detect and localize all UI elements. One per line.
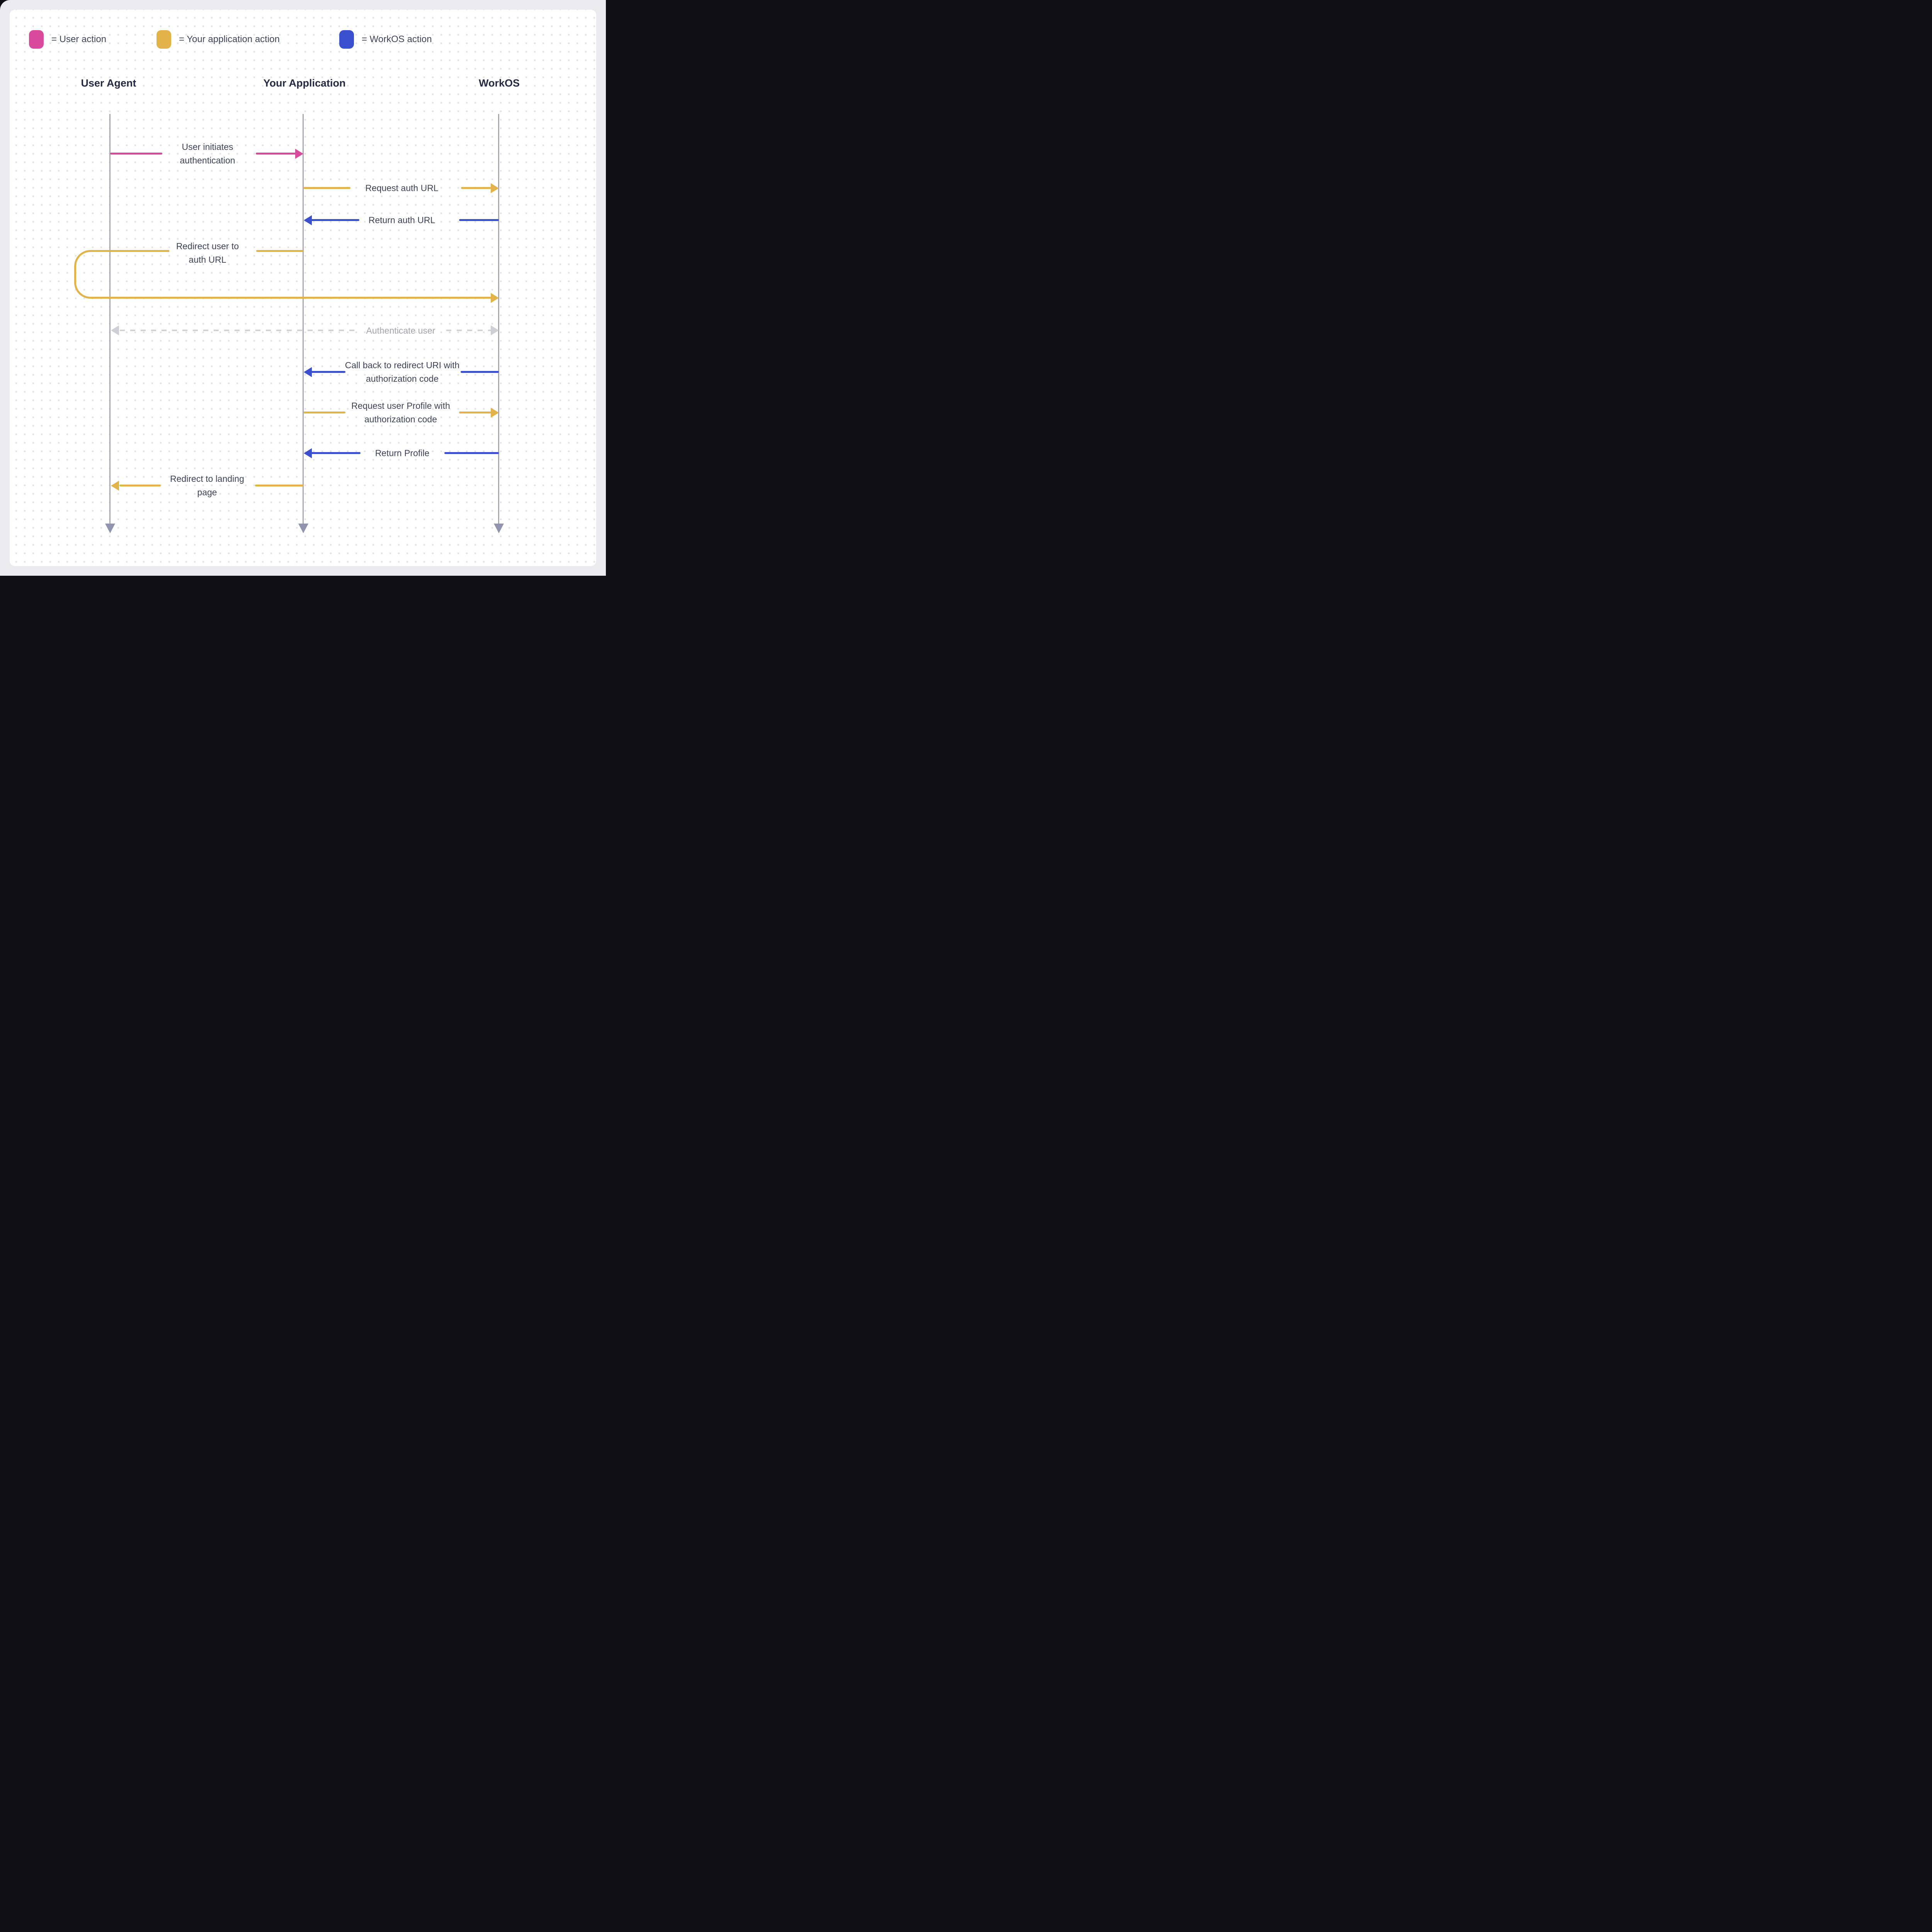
arrowhead-right-icon (491, 325, 499, 335)
actor-heading-your-application: Your Application (263, 77, 346, 89)
dashed-line-segment (120, 330, 355, 331)
message-label: Request auth URL (365, 183, 439, 193)
arrow-line-segment (444, 452, 499, 454)
arrow-line-segment (461, 371, 499, 373)
message-label: User initiates authentication (180, 142, 235, 165)
arrow-line-segment (110, 153, 162, 155)
arrow-line-segment (459, 412, 491, 413)
lifeline-arrowhead-down-icon (298, 524, 308, 533)
legend-label: = WorkOS action (362, 34, 432, 44)
lifeline-workos (498, 114, 499, 524)
arrowhead-right-icon (491, 293, 499, 303)
arrow-line-segment (167, 297, 492, 299)
application-action-swatch-icon (156, 30, 171, 49)
user-action-swatch-icon (29, 30, 44, 49)
arrowhead-left-icon (304, 367, 312, 377)
dashed-line-segment (446, 330, 491, 331)
message-label: Request user Profile with authorization … (351, 401, 450, 424)
message-label: Return Profile (375, 448, 430, 458)
legend-item-application-action: = Your application action (156, 30, 280, 49)
arrowhead-left-icon (304, 215, 312, 225)
arrowhead-left-icon (304, 448, 312, 458)
workos-action-swatch-icon (339, 30, 354, 49)
lifeline-your-application (303, 114, 304, 524)
loop-connector (74, 250, 169, 299)
arrow-line-segment (119, 485, 161, 486)
arrowhead-right-icon (295, 149, 303, 159)
message-label: Authenticate user (366, 325, 435, 336)
arrow-line-segment (461, 187, 491, 189)
arrow-line-segment (303, 187, 350, 189)
arrow-line-segment (256, 153, 296, 155)
message-label: Call back to redirect URI with authoriza… (345, 360, 460, 384)
arrowhead-right-icon (491, 408, 499, 418)
arrow-line-segment (311, 371, 345, 373)
message-label: Redirect user to auth URL (176, 241, 239, 265)
arrow-line-segment (255, 485, 303, 486)
lifeline-arrowhead-down-icon (494, 524, 504, 533)
actor-heading-workos: WorkOS (478, 77, 520, 89)
arrow-line-segment (303, 412, 345, 413)
sequence-diagram-card: = User action = Your application action … (10, 10, 596, 566)
lifeline-user-agent (109, 114, 111, 524)
arrow-line-segment (459, 219, 499, 221)
legend-label: = Your application action (179, 34, 280, 44)
arrowhead-left-icon (111, 325, 119, 335)
legend-item-workos-action: = WorkOS action (339, 30, 432, 49)
arrow-line-segment (311, 452, 361, 454)
message-label: Redirect to landing page (170, 474, 244, 497)
lifeline-arrowhead-down-icon (105, 524, 115, 533)
arrow-line-segment (311, 219, 359, 221)
legend-item-user-action: = User action (29, 30, 106, 49)
diagram-page: = User action = Your application action … (0, 0, 606, 576)
legend-label: = User action (51, 34, 107, 44)
arrow-line-segment (256, 250, 303, 252)
actor-heading-user-agent: User Agent (81, 77, 136, 89)
message-label: Return auth URL (368, 215, 435, 225)
arrowhead-left-icon (111, 481, 119, 491)
arrowhead-right-icon (491, 183, 499, 193)
